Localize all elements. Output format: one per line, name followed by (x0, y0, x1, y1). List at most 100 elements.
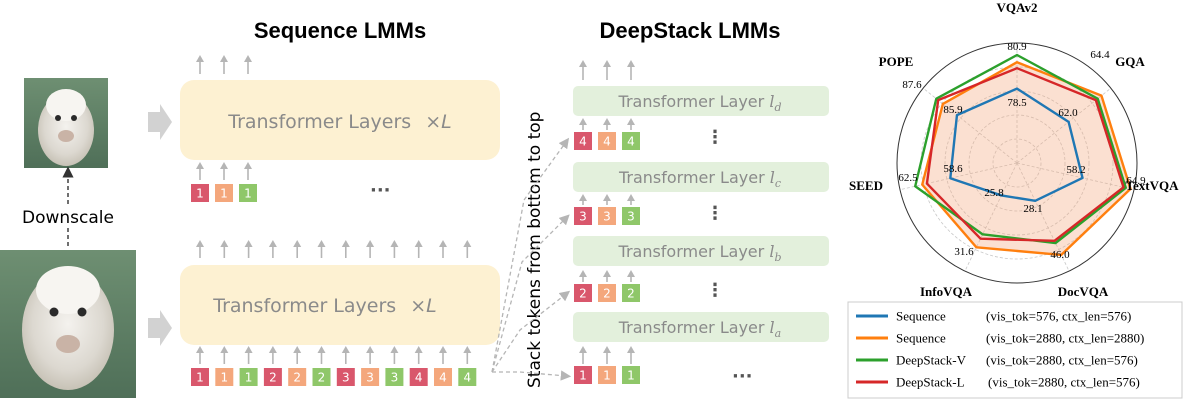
legend-detail-1: (vis_tok=2880, ctx_len=2880) (986, 331, 1144, 346)
top-input-arrows (196, 162, 252, 180)
radar-grid-ring-2 (944, 90, 1090, 236)
bottom-in-arrow-4-head (293, 346, 302, 353)
ds-token-stack_2-2 (622, 284, 640, 302)
ds-arrow-0-1-head (603, 118, 611, 125)
top-out-arrow-1-head (220, 55, 228, 62)
sequence-title: Sequence LMMs (254, 18, 426, 43)
ds-out-arrow-2-head (627, 60, 635, 67)
top-token-1 (215, 184, 233, 202)
radar-axis-label-3: DocVQA (1058, 284, 1109, 299)
ds-token-stack_3-0 (574, 207, 592, 225)
bottom-token-9 (409, 368, 428, 386)
transformer-layer-a-label: Transformer Layer la (618, 318, 781, 340)
bottom-token-8 (385, 368, 404, 386)
bottom-token-8-label: 3 (391, 371, 399, 385)
vdots-c: ⋮ (706, 203, 724, 224)
top-ellipsis: ··· (370, 180, 391, 201)
svg-text:Transformer Layers ×L: Transformer Layers ×L (227, 111, 451, 133)
ds-out-arrow-1-head (603, 60, 611, 67)
bottom-out-arrow-11-head (463, 240, 472, 247)
bottom-out-arrow-6-head (341, 240, 350, 247)
ds-token-stack_4-0-label: 4 (579, 135, 587, 149)
transformer-layer-d (573, 86, 829, 116)
radar-value-label-6: 87.6 (902, 79, 922, 91)
radar-chart: VQAv2GQATextVQADocVQAInfoVQASEEDPOPE80.9… (849, 0, 1179, 299)
ds-token-stack_3-1 (598, 207, 616, 225)
bottom-in-arrow-1-head (220, 346, 229, 353)
bottom-out-arrow-4-head (293, 240, 302, 247)
radar-spoke-5 (899, 162, 1018, 191)
radar-axis-label-5: SEED (849, 178, 883, 193)
radar-inner-label-6: 85.9 (943, 104, 963, 116)
top-out-arrow-0-head (196, 55, 204, 62)
vdots-b: ⋮ (706, 280, 724, 301)
bottom-token-4 (288, 368, 307, 386)
radar-outer-ring (896, 42, 1138, 284)
vdots-d: ⋮ (706, 127, 724, 148)
bottom-out-arrow-9-head (414, 240, 423, 247)
stack-routing-arrows (491, 137, 572, 381)
radar-axis-label-0: VQAv2 (997, 0, 1038, 15)
ds-token-stack_4-2-label: 4 (627, 135, 635, 149)
bottom-out-arrow-8-head (390, 240, 399, 247)
bottom-out-arrow-1-head (220, 240, 229, 247)
ds-token-stack_3-1-label: 3 (603, 210, 611, 224)
radar-value-label-5: 62.5 (898, 172, 918, 184)
bottom-in-arrow-6-head (341, 346, 350, 353)
bottom-token-7 (361, 368, 380, 386)
bottom-token-2 (239, 368, 258, 386)
radar-spoke-3 (1016, 162, 1070, 272)
bottom-token-4-label: 2 (293, 371, 301, 385)
radar-series-3 (925, 66, 1125, 243)
bottom-out-arrow-7-head (366, 240, 375, 247)
bottom-token-11-label: 4 (463, 371, 471, 385)
ds-token-stack_4-1 (598, 132, 616, 150)
radar-axis-label-4: InfoVQA (920, 284, 973, 299)
radar-value-label-0: 80.9 (1007, 41, 1027, 53)
bottom-in-arrow-10-head (439, 346, 447, 353)
ds-token-stack_4-2 (622, 132, 640, 150)
ds-token-stack_1-1 (598, 366, 616, 384)
downscale-label: Downscale (22, 208, 114, 228)
ds-token-stack_1-2-label: 1 (627, 369, 635, 383)
ds-token-stack_3-2-label: 3 (627, 210, 635, 224)
top-token-1-label: 1 (220, 187, 228, 201)
radar-value-label-4: 31.6 (954, 246, 974, 258)
radar-grid-ring-0 (992, 138, 1042, 188)
ds-token-stack_1-0-label: 1 (579, 369, 587, 383)
ds-arrow-1-2-head (627, 194, 635, 201)
top-out-arrow-2-head (244, 55, 252, 62)
bottom-token-0 (191, 368, 209, 386)
ds-arrow-3-1-head (603, 346, 611, 353)
ds-arrow-1-1-head (603, 194, 611, 201)
ds-token-stack_4-1-label: 4 (603, 135, 611, 149)
bottom-out-arrow-3-head (268, 240, 277, 247)
top-output-arrows (196, 55, 252, 74)
ds-token-stack_2-0-label: 2 (579, 287, 587, 301)
ds-arrow-1-0-head (579, 194, 587, 201)
ds-token-stack_2-1-label: 2 (603, 287, 611, 301)
ds-token-stack_1-1-label: 1 (603, 369, 611, 383)
ds-out-arrow-0-head (579, 60, 587, 67)
ds-arrow-2-0-head (579, 270, 587, 277)
radar-axis-label-1: GQA (1115, 54, 1145, 69)
transformer-layers-top-label: Transformer Layers (227, 111, 411, 133)
top-in-arrow-1-head (220, 162, 228, 169)
bottom-token-1-label: 1 (220, 371, 228, 385)
legend-name-3: DeepStack-L (896, 375, 965, 390)
deepstack-title: DeepStack LMMs (600, 18, 781, 43)
bottom-in-arrow-11-head (463, 346, 472, 353)
times-l-top: ×L (425, 111, 452, 133)
bottom-out-arrow-2-head (244, 240, 253, 247)
ds-token-stack_2-2-label: 2 (627, 287, 635, 301)
bottom-token-7-label: 3 (366, 371, 374, 385)
deepstack-arrows (579, 60, 635, 364)
bottom-in-arrow-0-head (196, 346, 204, 353)
top-token-0-label: 1 (196, 187, 204, 201)
transformer-layer-d-label: Transformer Layer ld (618, 92, 782, 114)
transformer-layer-c-label: Transformer Layer lc (618, 168, 781, 190)
alpaca-image-small (24, 78, 108, 168)
ds-token-stack_2-1 (598, 284, 616, 302)
bottom-input-arrows (196, 346, 472, 364)
transformer-layers-bottom (180, 265, 500, 345)
